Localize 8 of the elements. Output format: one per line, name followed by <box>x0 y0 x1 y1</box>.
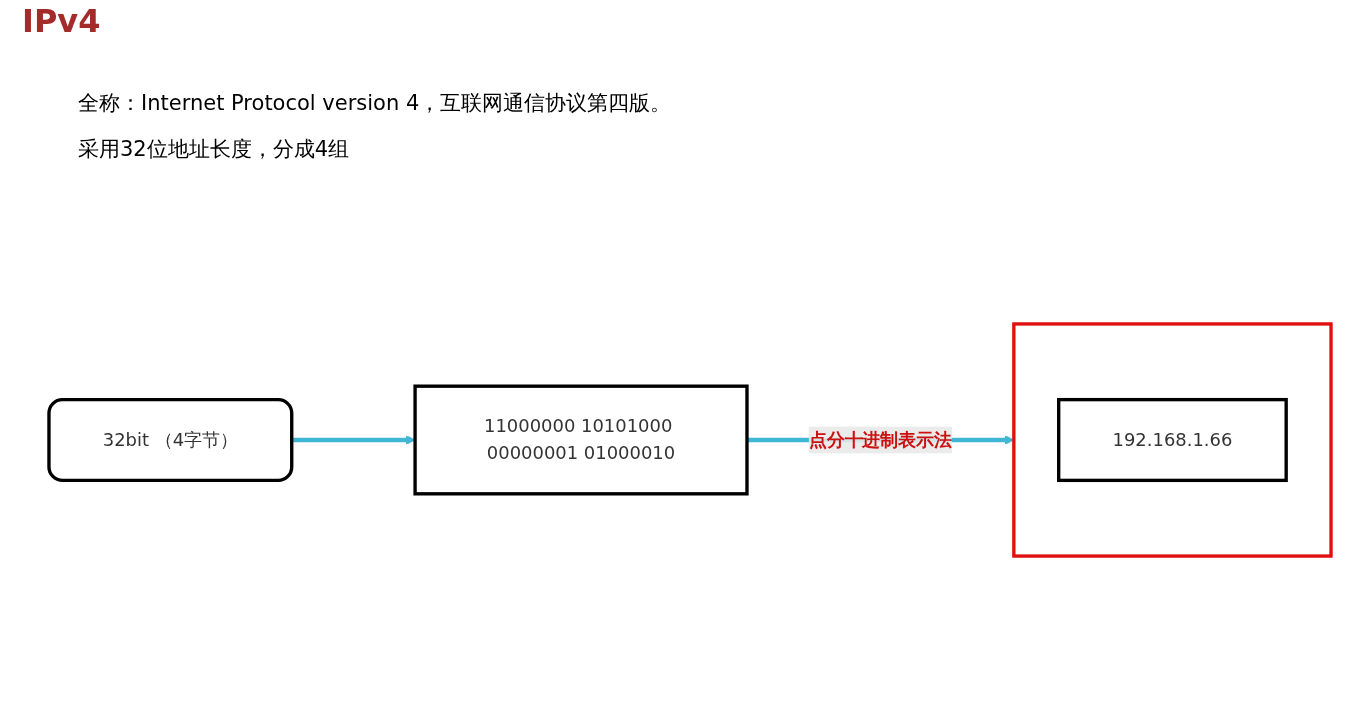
title: IPv4 <box>22 2 101 40</box>
node-box: 32bit （4字节） <box>47 397 294 483</box>
note-text: 采用32位地址长度，分成4组 <box>78 136 351 163</box>
node-box: 11000000 10101000 00000001 01000010 <box>413 384 749 496</box>
node-box: 192.168.1.66 <box>1057 397 1288 483</box>
note-text: 全称：Internet Protocol version 4，互联网通信协议第四版。 <box>78 90 672 117</box>
edge-label: 点分十进制表示法 <box>808 428 953 451</box>
cluster <box>1012 322 1333 558</box>
